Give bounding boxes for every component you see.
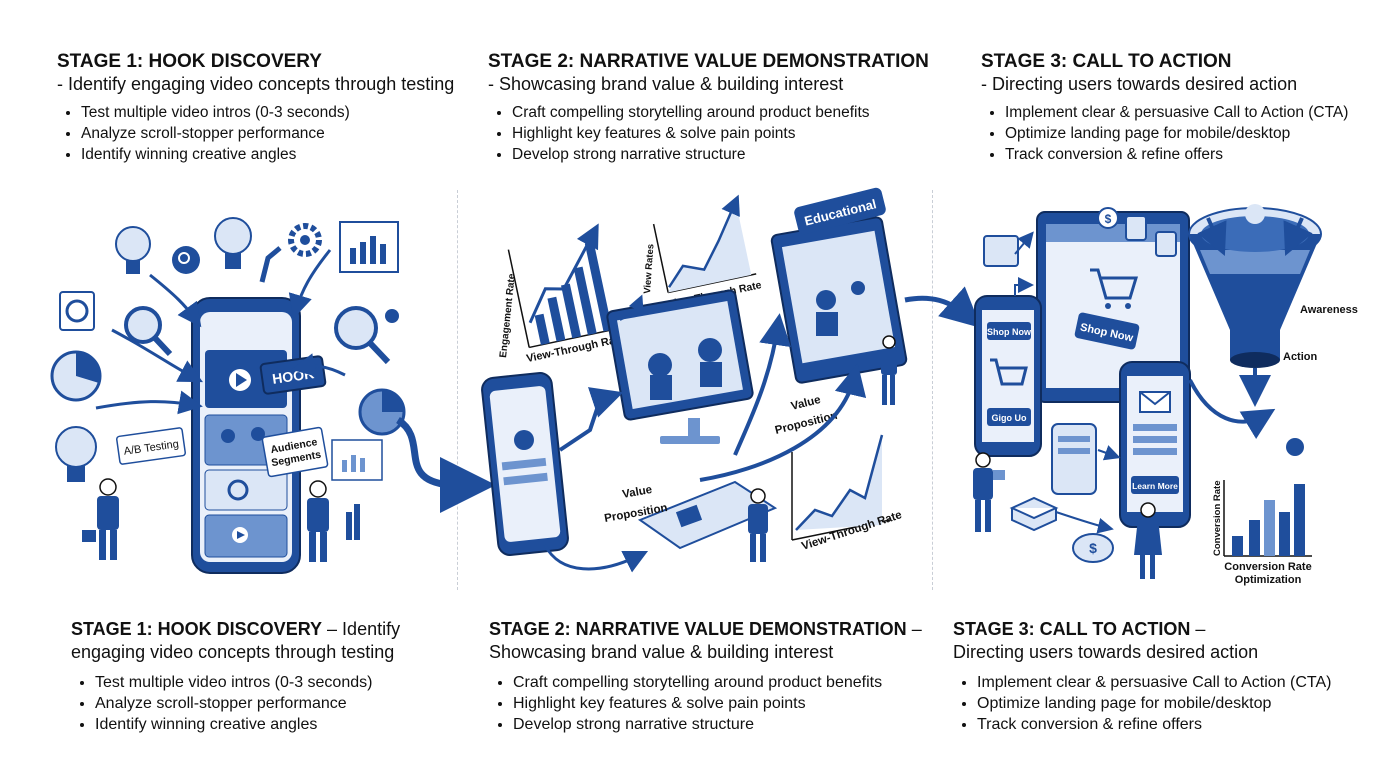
magnifier-icon	[334, 306, 391, 365]
bullet: Develop strong narrative structure	[512, 144, 929, 165]
awareness-label: Awareness	[1300, 304, 1358, 316]
mail-card-icon	[983, 235, 1019, 267]
person-icon	[973, 452, 1005, 532]
bullet: Highlight key features & solve pain poin…	[513, 693, 922, 714]
shop-now-button[interactable]	[987, 322, 1031, 340]
stage1-bottom-title: STAGE 1: HOOK DISCOVERY – Identify	[71, 619, 401, 639]
bullet: Test multiple video intros (0-3 seconds)	[95, 672, 400, 693]
person-icon	[881, 335, 897, 405]
shop-now-phone-label: Shop Now	[987, 327, 1032, 337]
engagement-chart: View-Through Rate	[507, 223, 633, 365]
person-icon	[307, 480, 329, 562]
stage3-subtitle: - Directing users towards desired action	[981, 74, 1298, 94]
bullet: Optimize landing page for mobile/desktop	[1005, 123, 1348, 144]
bullet: Highlight key features & solve pain poin…	[512, 123, 929, 144]
cart-icon	[1090, 268, 1139, 309]
bullet: Optimize landing page for mobile/desktop	[977, 693, 1332, 714]
bullet: Implement clear & persuasive Call to Act…	[1005, 102, 1348, 123]
value-label: Value	[790, 394, 822, 413]
person-icon	[1134, 502, 1162, 579]
magnifier-icon	[124, 306, 173, 357]
person-icon	[748, 488, 768, 562]
stage3-bullets: Implement clear & persuasive Call to Act…	[981, 102, 1348, 165]
dollar-icon: $	[1097, 207, 1119, 229]
learn-more-label: Learn More	[1132, 481, 1178, 491]
vtr-chart	[791, 434, 891, 541]
lightbulb-icon	[115, 226, 151, 274]
cart-icon	[990, 358, 1028, 386]
stage1-bottom-subtitle: engaging video concepts through testing	[71, 642, 395, 662]
stage1-title: STAGE 1: HOOK DISCOVERY	[57, 51, 322, 72]
stage1-subtitle: - Identify engaging video concepts throu…	[57, 74, 455, 94]
box-icon	[1009, 496, 1059, 532]
chart-card-icon	[339, 221, 399, 273]
stage1-bottom: STAGE 1: HOOK DISCOVERY – Identify engag…	[71, 618, 400, 735]
value-label: Value	[621, 484, 653, 501]
stage2-bottom-bullets: Craft compelling storytelling around pro…	[489, 672, 922, 735]
bullet: Identify winning creative angles	[95, 714, 400, 735]
engagement-rate-label: Engagement Rate	[498, 273, 518, 359]
lightbulb-icon	[55, 426, 97, 482]
stage3-bottom-subtitle: Directing users towards desired action	[953, 642, 1259, 662]
divider	[932, 190, 933, 590]
bullet: Analyze scroll-stopper performance	[95, 693, 400, 714]
bullet: Track conversion & refine offers	[977, 714, 1332, 735]
stage2-bottom: STAGE 2: NARRATIVE VALUE DEMONSTRATION –…	[489, 618, 922, 735]
stage2-subtitle: - Showcasing brand value & building inte…	[488, 74, 844, 94]
conversion-rate-axis-label: Conversion Rate	[1212, 481, 1223, 557]
dollar-tag-icon	[1155, 231, 1177, 257]
conversion-rate-label: Conversion Rate	[1224, 561, 1311, 573]
stage3-top: STAGE 3: CALL TO ACTION - Directing user…	[981, 50, 1348, 165]
stage3-bottom-title: STAGE 3: CALL TO ACTION –	[953, 619, 1206, 639]
pie-chart-icon	[358, 388, 406, 436]
go-button[interactable]	[987, 408, 1031, 426]
stage1-bottom-bullets: Test multiple video intros (0-3 seconds)…	[71, 672, 400, 735]
gear-icon	[288, 223, 322, 257]
bullet: Implement clear & persuasive Call to Act…	[977, 672, 1332, 693]
dollar-tag-icon	[1125, 215, 1147, 241]
view-rates-label: View Rates	[642, 244, 656, 295]
bullet: Craft compelling storytelling around pro…	[513, 672, 922, 693]
learn-more-button[interactable]	[1131, 476, 1179, 494]
bullet: Test multiple video intros (0-3 seconds)	[81, 102, 454, 123]
mail-icon	[1139, 391, 1171, 413]
badge-icon	[1286, 438, 1304, 456]
chart-card-icon	[331, 439, 383, 481]
target-icon	[59, 291, 95, 331]
bullet: Track conversion & refine offers	[1005, 144, 1348, 165]
optimization-label: Optimization	[1235, 574, 1302, 586]
bullet: Develop strong narrative structure	[513, 714, 922, 735]
funnel-icon	[1188, 204, 1322, 368]
lightbulb-icon	[214, 217, 252, 269]
stage2-illustration: View-Through Rate Engagement Rate View-T…	[481, 187, 982, 573]
search-icon	[172, 246, 200, 274]
svg-text:$: $	[1089, 540, 1097, 556]
coin-icon: $	[1072, 533, 1114, 563]
bullet: Analyze scroll-stopper performance	[81, 123, 454, 144]
divider	[457, 190, 458, 590]
bullet: Craft compelling storytelling around pro…	[512, 102, 929, 123]
bullet: Identify winning creative angles	[81, 144, 454, 165]
stage3-bottom-bullets: Implement clear & persuasive Call to Act…	[953, 672, 1332, 735]
stage3-title: STAGE 3: CALL TO ACTION	[981, 51, 1232, 72]
conversion-chart	[1223, 480, 1312, 557]
stage1-top: STAGE 1: HOOK DISCOVERY - Identify engag…	[57, 50, 454, 165]
shop-now-button[interactable]	[1074, 312, 1140, 350]
svg-text:$: $	[1105, 212, 1112, 226]
stage2-bullets: Craft compelling storytelling around pro…	[488, 102, 929, 165]
person-icon	[82, 478, 119, 560]
stage2-title: STAGE 2: NARRATIVE VALUE DEMONSTRATION	[488, 51, 929, 72]
check-icon	[385, 309, 399, 323]
stage1-bullets: Test multiple video intros (0-3 seconds)…	[57, 102, 454, 165]
pie-chart-icon	[50, 350, 102, 402]
stage1-illustration: HOOK A/B Testing Audience Segments	[50, 217, 496, 574]
action-label: Action	[1283, 351, 1318, 363]
stage3-bottom: STAGE 3: CALL TO ACTION – Directing user…	[953, 618, 1332, 735]
stage2-top: STAGE 2: NARRATIVE VALUE DEMONSTRATION -…	[488, 50, 929, 165]
stage2-bottom-title: STAGE 2: NARRATIVE VALUE DEMONSTRATION –	[489, 619, 922, 639]
go-up-label: Gigo Uo	[992, 413, 1027, 423]
stage2-bottom-subtitle: Showcasing brand value & building intere…	[489, 642, 834, 662]
stage3-illustration: Shop Now Shop Now Gigo Uo Learn More $	[973, 204, 1358, 586]
